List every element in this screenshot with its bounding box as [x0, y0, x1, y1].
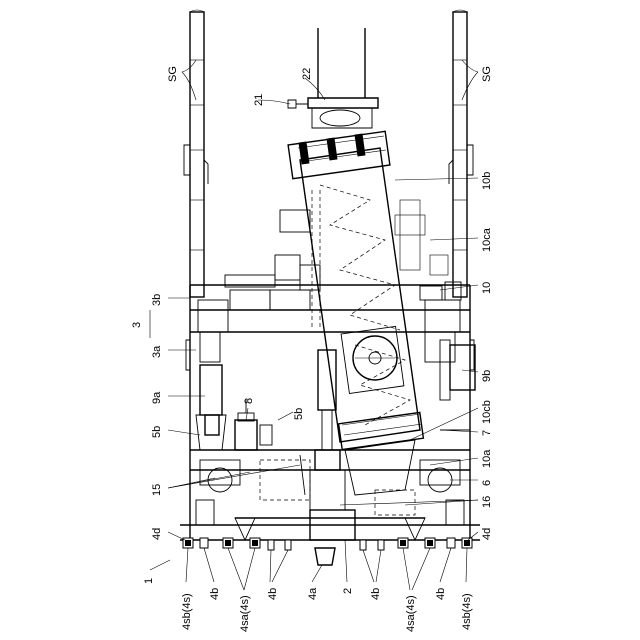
- component-8: [235, 400, 272, 450]
- label-9b: 9b: [481, 370, 493, 382]
- label-16: 16: [481, 496, 493, 508]
- label-4sa-right: 4sa(4s): [405, 595, 417, 632]
- label-4a: 4a: [307, 587, 319, 600]
- label-5b-left: 5b: [151, 426, 163, 438]
- label-4sb-left: 4sb(4s): [181, 593, 193, 630]
- label-2: 2: [342, 588, 354, 594]
- label-1: 1: [143, 578, 155, 584]
- label-15: 15: [151, 484, 163, 496]
- label-4d-left: 4d: [151, 528, 163, 540]
- label-sg-right: SG: [481, 66, 493, 82]
- label-5b-mid: 5b: [293, 408, 305, 420]
- label-sg-left: SG: [167, 66, 179, 82]
- label-7: 7: [481, 430, 493, 436]
- label-10: 10: [481, 282, 493, 294]
- label-3b: 3b: [151, 294, 163, 306]
- label-10ca: 10ca: [481, 227, 493, 252]
- label-21: 21: [253, 94, 265, 106]
- label-4b-1: 4b: [209, 588, 221, 600]
- left-cylinder: [196, 365, 226, 450]
- label-22: 22: [301, 68, 313, 80]
- base-beam: [180, 470, 480, 565]
- label-10b: 10b: [481, 172, 493, 190]
- label-4d-right: 4d: [481, 528, 493, 540]
- label-3a: 3a: [151, 345, 163, 358]
- label-3: 3: [131, 322, 143, 328]
- right-guide-rail: [449, 10, 473, 297]
- label-8: 8: [243, 398, 255, 404]
- label-4b-3: 4b: [370, 588, 382, 600]
- label-4b-2: 4b: [267, 588, 279, 600]
- label-9a: 9a: [151, 391, 163, 404]
- lower-frame: [190, 430, 470, 515]
- label-6: 6: [481, 480, 493, 486]
- label-4sb-right: 4sb(4s): [461, 593, 473, 630]
- label-4b-4: 4b: [435, 588, 447, 600]
- label-10cb: 10cb: [481, 400, 493, 424]
- inclined-screw-casing: [288, 131, 423, 495]
- left-guide-rail: [184, 10, 208, 297]
- label-10a: 10a: [481, 449, 493, 468]
- label-4sa-left: 4sa(4s): [239, 595, 251, 632]
- upper-mechanisms: [225, 190, 448, 330]
